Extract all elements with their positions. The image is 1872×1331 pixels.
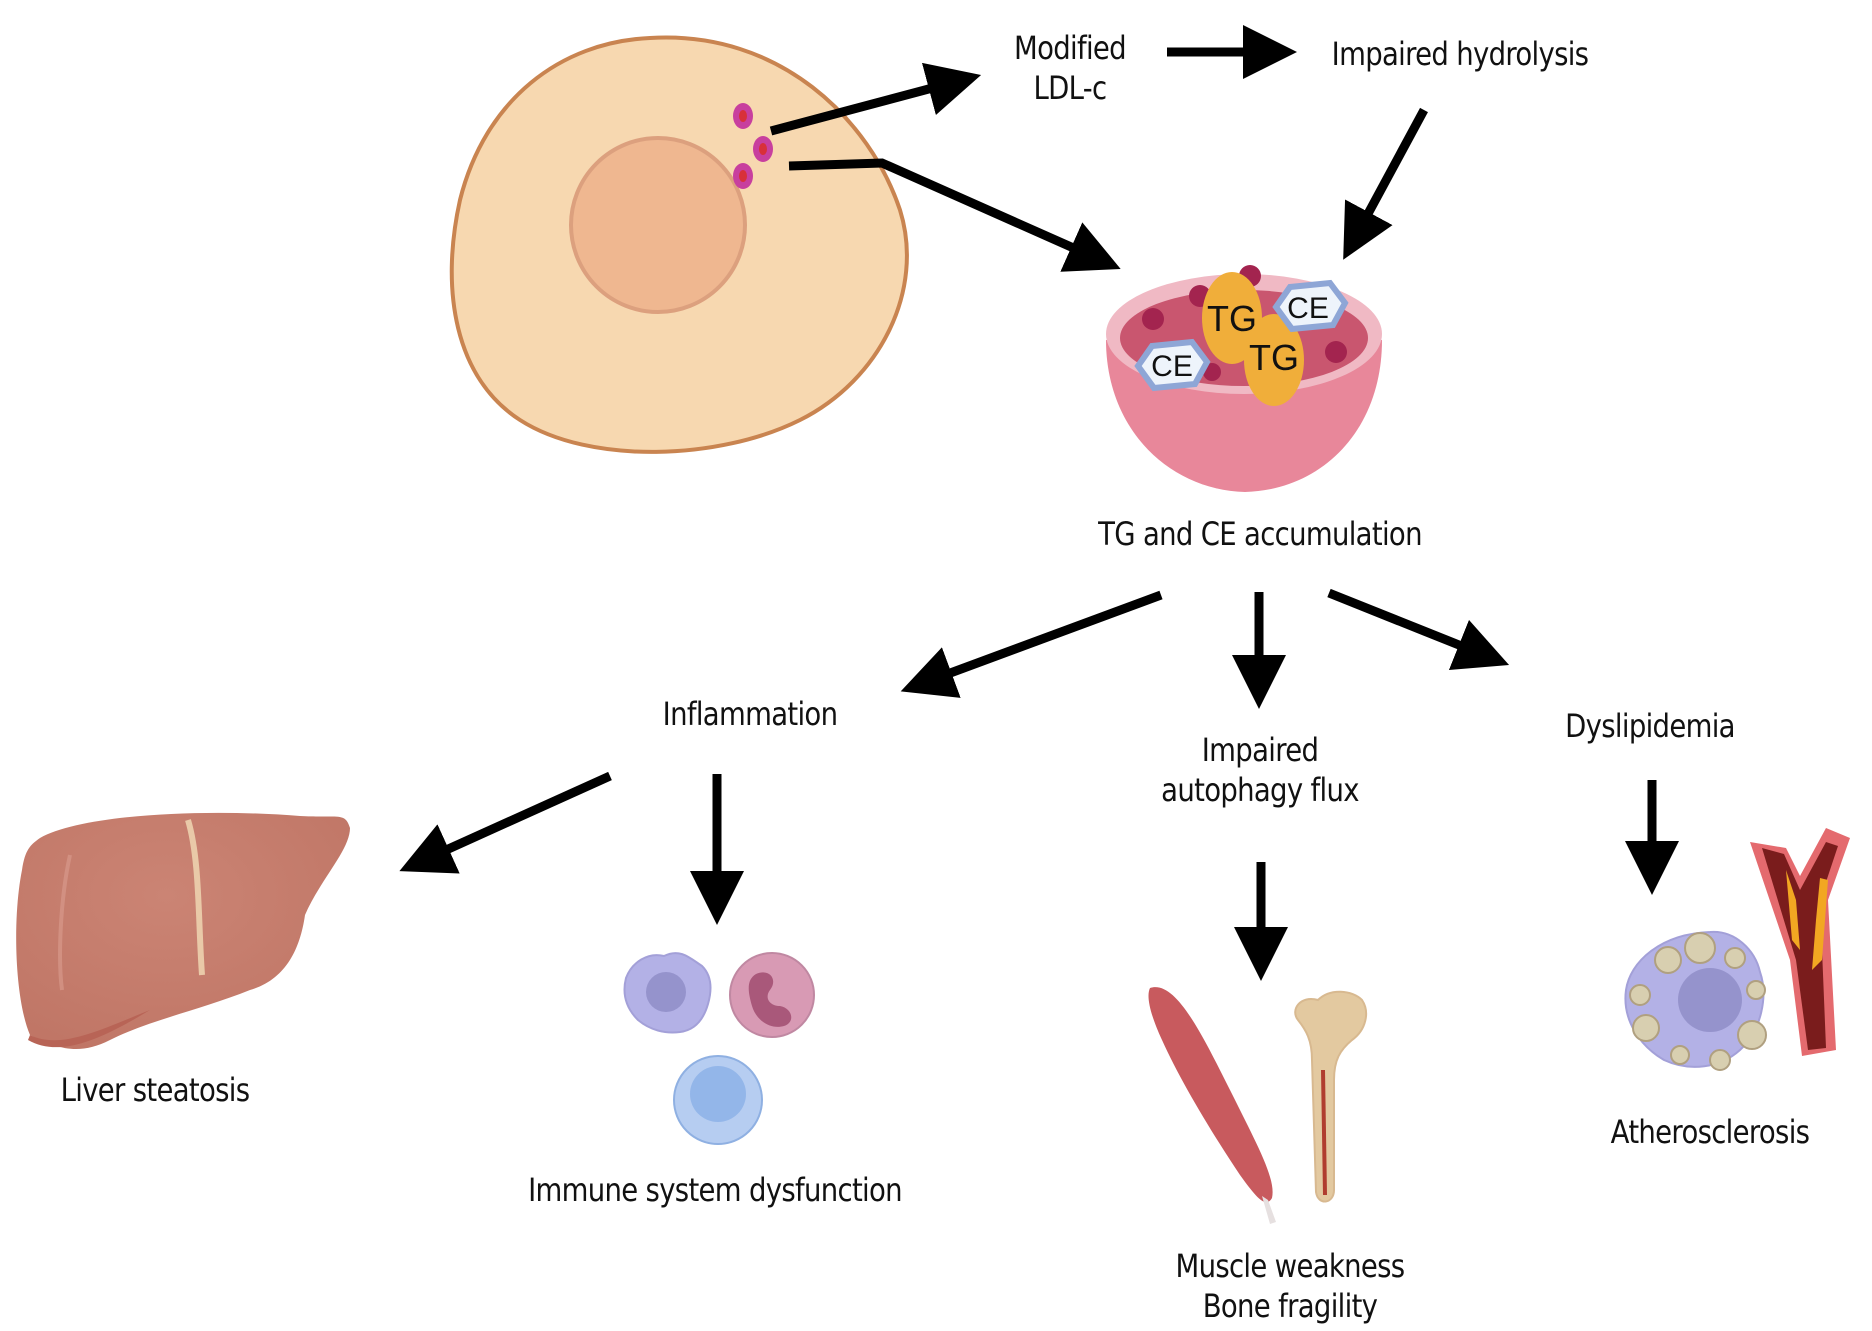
- ldl-vesicles: [733, 103, 773, 189]
- nucleus: [569, 136, 747, 314]
- label-autophagy-line1: Impaired: [1201, 731, 1319, 769]
- label-atherosclerosis: Atherosclerosis: [1610, 1113, 1810, 1151]
- immune-cells-icon: [623, 952, 815, 1145]
- ce-droplet-2: CE: [1134, 338, 1211, 392]
- artery-icon: [1750, 828, 1850, 1056]
- tg-label-2: TG: [1249, 337, 1299, 378]
- liver-icon: [16, 812, 350, 1050]
- label-modified-ldl-line2: LDL-c: [1033, 69, 1107, 107]
- arrow-hydrolysis-to-lysosome: [1343, 107, 1428, 260]
- label-liver-steatosis: Liver steatosis: [60, 1071, 251, 1109]
- ce-droplet-1: CE: [1272, 279, 1349, 333]
- label-muscle-bone: Muscle weakness Bone fragility: [1152, 1246, 1427, 1326]
- label-modified-ldl: Modified LDL-c: [1010, 28, 1130, 108]
- ce-label-2: CE: [1151, 350, 1193, 383]
- tg-droplet-2: TG: [1244, 314, 1304, 406]
- arrow-accum-to-dyslipidemia: [1327, 588, 1510, 671]
- label-impaired-autophagy: Impaired autophagy flux: [1140, 730, 1381, 810]
- label-impaired-hydrolysis: Impaired hydrolysis: [1331, 35, 1589, 73]
- arrow-accum-to-inflammation: [900, 590, 1163, 698]
- arrow-cell-to-ldl: [769, 62, 982, 136]
- lipid-droplets: [1142, 265, 1347, 381]
- macrophage-icon: [623, 952, 712, 1034]
- bone-icon: [1294, 990, 1368, 1203]
- label-immune-dysfunction: Immune system dysfunction: [528, 1171, 903, 1209]
- lymphocyte-icon: [673, 1055, 763, 1145]
- label-inflammation: Inflammation: [662, 695, 838, 733]
- neutrophil-icon: [729, 952, 815, 1038]
- label-modified-ldl-line1: Modified: [1014, 29, 1127, 67]
- ce-label-1: CE: [1287, 292, 1329, 325]
- cell-icon: [449, 35, 909, 454]
- label-tg-ce-accumulation: TG and CE accumulation: [1098, 515, 1422, 553]
- muscle-icon: [1148, 987, 1276, 1224]
- arrow-cell-to-lysosome: [788, 158, 1121, 272]
- label-autophagy-line2: autophagy flux: [1161, 771, 1359, 809]
- foam-cell-icon: [1624, 930, 1767, 1071]
- lysosome-icon: TG TG CE CE: [1106, 265, 1382, 492]
- label-muscle-weakness: Muscle weakness: [1175, 1247, 1406, 1285]
- arrow-inflammation-to-liver: [399, 771, 612, 874]
- arrows: [399, 25, 1679, 981]
- label-bone-fragility: Bone fragility: [1202, 1287, 1378, 1325]
- tg-label-1: TG: [1207, 298, 1257, 339]
- label-dyslipidemia: Dyslipidemia: [1565, 707, 1735, 745]
